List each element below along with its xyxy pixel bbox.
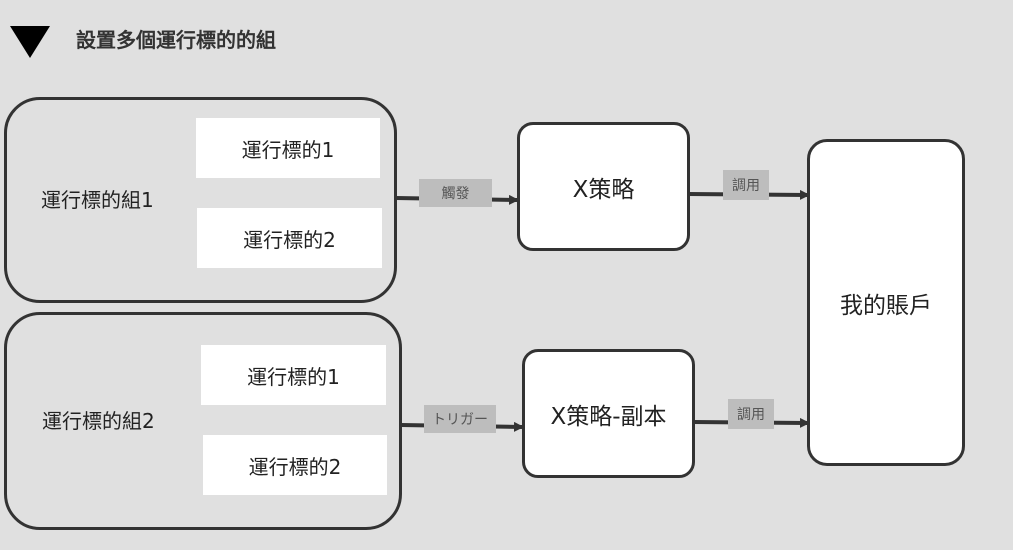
collapse-triangle-icon[interactable] xyxy=(10,26,50,58)
edge-label-call-2: 調用 xyxy=(728,399,774,429)
group-1-target-2[interactable]: 運行標的2 xyxy=(197,208,382,268)
edge-label-trigger-2: トリガー xyxy=(424,405,496,433)
edge-label-call-1: 調用 xyxy=(723,170,769,200)
group-1-target-1[interactable]: 運行標的1 xyxy=(196,118,380,178)
target-group-1-label: 運行標的組1 xyxy=(41,188,154,212)
target-group-1[interactable] xyxy=(4,97,397,303)
account-node[interactable]: 我的賬戶 xyxy=(807,139,965,466)
diagram-title: 設置多個運行標的的組 xyxy=(76,28,276,52)
target-group-2-label: 運行標的組2 xyxy=(42,409,155,433)
group-2-target-2[interactable]: 運行標的2 xyxy=(203,435,387,495)
edge-label-trigger-1: 觸發 xyxy=(419,179,492,207)
target-group-2[interactable] xyxy=(4,312,402,530)
strategy-node-1[interactable]: X策略 xyxy=(517,122,690,251)
group-2-target-1[interactable]: 運行標的1 xyxy=(201,345,386,405)
strategy-node-2[interactable]: X策略-副本 xyxy=(522,349,695,478)
